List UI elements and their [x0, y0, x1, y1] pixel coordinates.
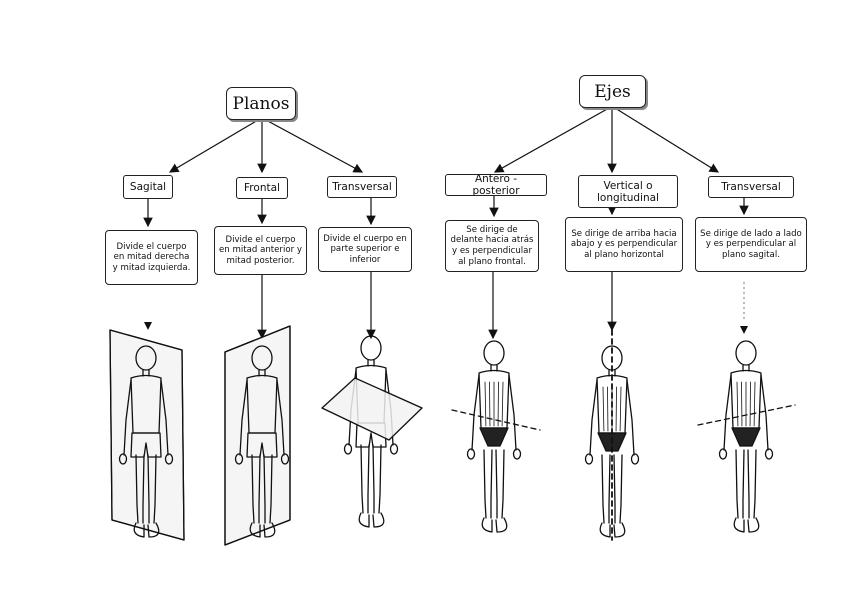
sagital-desc-box: Divide el cuerpo en mitad derecha y mita… — [105, 230, 198, 285]
planos-title: Planos — [232, 93, 290, 114]
connector-planos-sagital — [168, 119, 259, 173]
vertical-label: Vertical o longitudinal — [597, 179, 659, 204]
sagital-arrowhead — [144, 322, 152, 330]
antero-posterior-label: Antero - posterior — [472, 173, 520, 197]
ejes-title: Ejes — [594, 81, 631, 102]
transversal-plane-desc-box: Divide el cuerpo en parte superior e inf… — [318, 227, 412, 272]
vertical-label-box: Vertical o longitudinal — [578, 175, 678, 208]
vertical-desc: Se dirige de arriba hacia abajo y es per… — [570, 228, 678, 260]
ejes-title-box: Ejes — [579, 75, 646, 108]
transversal-plane-label-box: Transversal — [327, 176, 397, 198]
transverse-axis-figure — [697, 340, 796, 533]
sagital-label: Sagital — [129, 181, 167, 193]
frontal-label-box: Frontal — [236, 177, 288, 199]
transversal-axis-label: Transversal — [721, 181, 781, 193]
vertical-axis-figure — [584, 329, 640, 541]
sagital-desc: Divide el cuerpo en mitad derecha y mita… — [112, 241, 191, 273]
transversal-plane-label: Transversal — [332, 181, 392, 193]
transversal-axis-desc-box: Se dirige de lado a lado y es perpendicu… — [695, 217, 807, 272]
connector-ejes-transversal — [614, 107, 720, 173]
frontal-desc: Divide el cuerpo en mitad anterior y mit… — [219, 234, 302, 266]
frontal-desc-box: Divide el cuerpo en mitad anterior y mit… — [214, 226, 307, 275]
connector-ejes-antero — [493, 107, 610, 173]
sagittal-plane-figure — [109, 329, 185, 541]
anteroposterior-axis-figure — [451, 340, 541, 533]
frontal-label: Frontal — [244, 182, 280, 194]
antero-posterior-label-box: Antero - posterior — [445, 173, 547, 197]
transversal-axis-desc: Se dirige de lado a lado y es perpendicu… — [700, 228, 802, 260]
frontal-plane-figure — [224, 325, 291, 546]
antero-posterior-desc-box: Se dirige de delante hacia atrás y es pe… — [445, 220, 539, 272]
transversal-plane-desc: Divide el cuerpo en parte superior e inf… — [323, 233, 407, 265]
transversal-axis-arrowhead — [740, 326, 748, 334]
transverse-plane-figure — [321, 335, 423, 528]
sagital-label-box: Sagital — [123, 175, 173, 199]
vertical-desc-box: Se dirige de arriba hacia abajo y es per… — [565, 217, 683, 272]
connector-planos-transversal — [265, 119, 364, 173]
planos-title-box: Planos — [226, 87, 296, 120]
antero-posterior-desc: Se dirige de delante hacia atrás y es pe… — [450, 224, 534, 267]
transversal-axis-label-box: Transversal — [708, 176, 794, 198]
